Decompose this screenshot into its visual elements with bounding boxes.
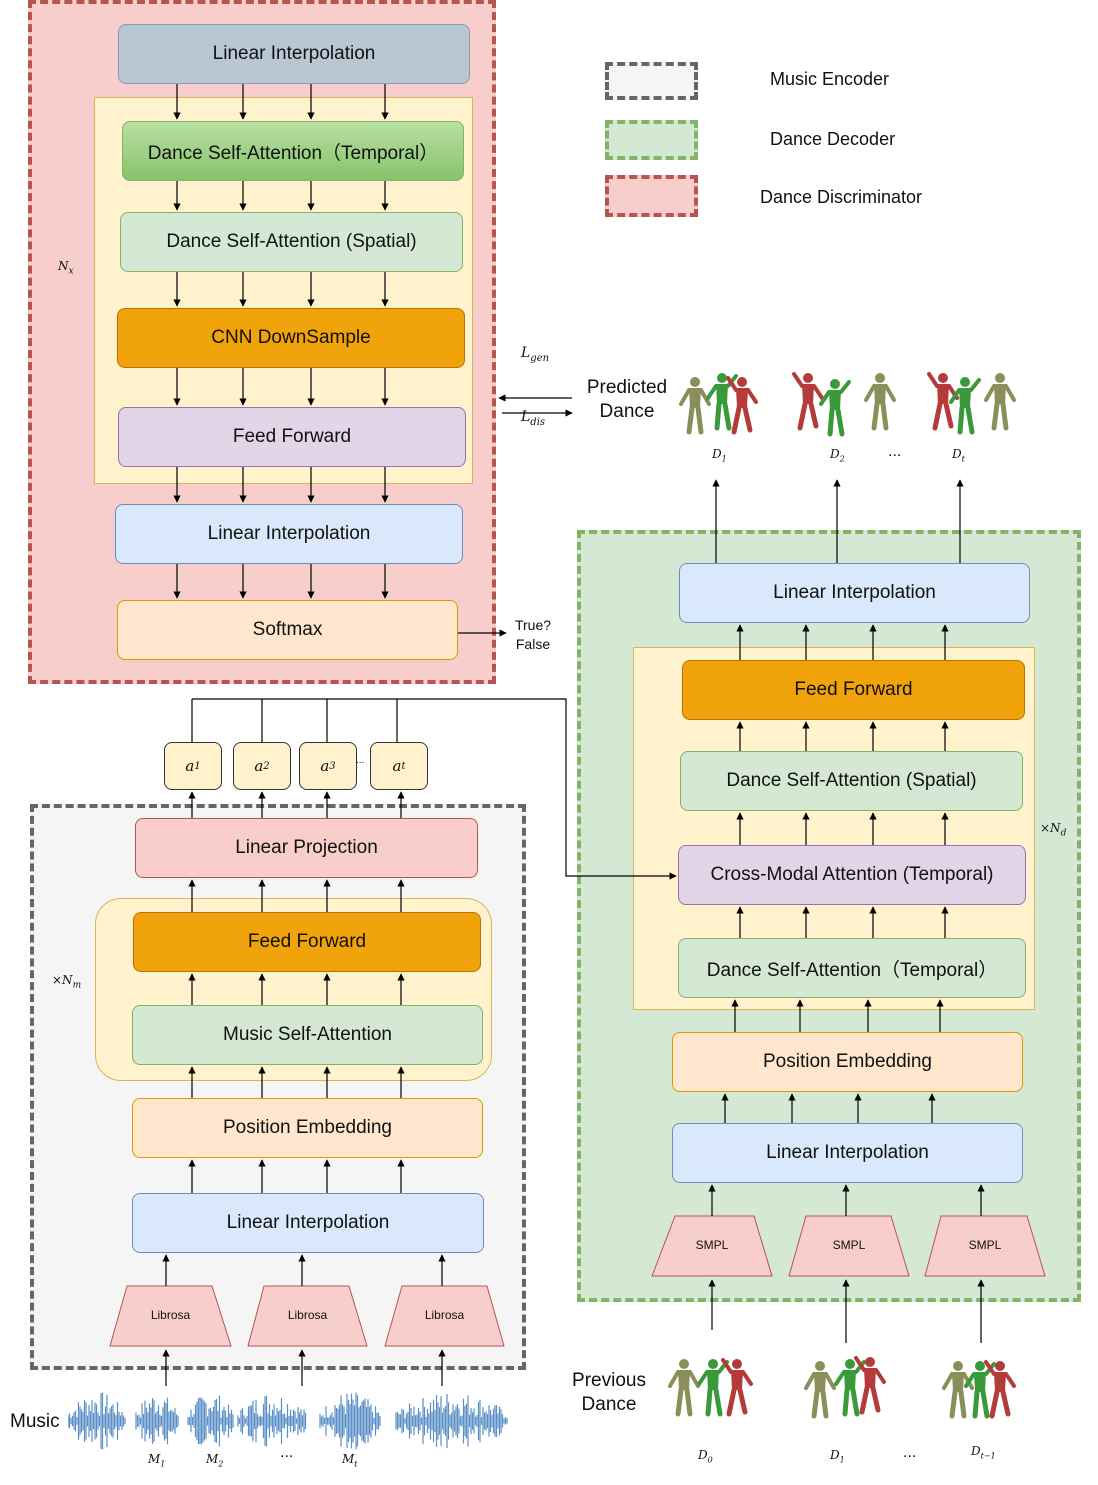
music-ellipsis: ... bbox=[280, 1444, 294, 1461]
music-segment-1-sub: 1 bbox=[160, 1459, 166, 1469]
loss-dis: Ldis bbox=[521, 409, 546, 428]
librosa-label-1: Librosa bbox=[150, 1308, 191, 1322]
enc-music-attention: Music Self-Attention bbox=[132, 1005, 483, 1065]
dec-repeat-label: ×Nd bbox=[1040, 821, 1067, 839]
disc-linear-interpolation-bottom: Linear Interpolation bbox=[115, 504, 463, 564]
token-a1-sub: 1 bbox=[194, 760, 201, 772]
disc-repeat-sub: x bbox=[68, 266, 74, 277]
music-segment-t-sub: t bbox=[354, 1459, 358, 1469]
previous-ellipsis: ... bbox=[903, 1444, 917, 1461]
disc-linear-interpolation-top: Linear Interpolation bbox=[118, 24, 470, 84]
music-waveform bbox=[68, 1392, 508, 1450]
previous-frame-1-label: D1 bbox=[830, 1448, 845, 1465]
predicted-label-line1: Predicted bbox=[586, 377, 668, 398]
previous-frame-1-sub: 1 bbox=[839, 1455, 845, 1465]
smpl-label-2: SMPL bbox=[832, 1238, 866, 1252]
librosa-label-2: Librosa bbox=[287, 1308, 328, 1322]
loss-gen: Lgen bbox=[521, 345, 550, 364]
predicted-frame-t-label: Dt bbox=[952, 447, 965, 464]
dec-cross-modal-attention: Cross-Modal Attention (Temporal) bbox=[678, 845, 1026, 905]
disc-output-true: True? bbox=[514, 617, 552, 633]
librosa-label-3: Librosa bbox=[424, 1308, 465, 1322]
dec-spatial-attention: Dance Self-Attention (Spatial) bbox=[680, 751, 1023, 811]
enc-feed-forward: Feed Forward bbox=[133, 912, 481, 972]
music-segment-t-label: Mt bbox=[342, 1452, 358, 1469]
previous-label-line1: Previous bbox=[572, 1370, 646, 1391]
previous-frame-0-label: D0 bbox=[698, 1448, 713, 1465]
disc-output-false: False bbox=[515, 636, 551, 652]
predicted-frame-t-sub: t bbox=[961, 454, 965, 464]
predicted-frame-2-sub: 2 bbox=[839, 454, 845, 464]
disc-temporal-attention: Dance Self-Attention（Temporal） bbox=[122, 121, 464, 181]
predicted-frame-1-label: D1 bbox=[712, 447, 727, 464]
music-label: Music bbox=[10, 1411, 60, 1432]
smpl-label-1: SMPL bbox=[695, 1238, 729, 1252]
enc-repeat-label: ×Nm bbox=[52, 973, 82, 991]
legend-swatch-music-encoder bbox=[605, 62, 698, 100]
enc-position-embedding: Position Embedding bbox=[132, 1098, 483, 1158]
predicted-frame-1-sub: 1 bbox=[721, 454, 727, 464]
music-encoder bbox=[30, 804, 526, 1370]
enc-linear-projection: Linear Projection bbox=[135, 818, 478, 878]
dec-linear-interpolation-top: Linear Interpolation bbox=[679, 563, 1030, 623]
loss-dis-sub: dis bbox=[530, 416, 546, 428]
predicted-frame-2-label: D2 bbox=[830, 447, 845, 464]
disc-output-label: True? False bbox=[508, 616, 558, 654]
dec-repeat-sub: d bbox=[1060, 828, 1067, 839]
disc-softmax: Softmax bbox=[117, 600, 458, 660]
predicted-dance-label: Predicted Dance bbox=[578, 376, 676, 424]
predicted-label-line2: Dance bbox=[599, 401, 655, 422]
previous-frame-0-sub: 0 bbox=[707, 1455, 713, 1465]
music-segment-2-sub: 2 bbox=[218, 1459, 224, 1469]
disc-cnn-downsample: CNN DownSample bbox=[117, 308, 465, 368]
predicted-ellipsis: ... bbox=[888, 443, 902, 460]
previous-label-line2: Dance bbox=[581, 1394, 637, 1415]
token-a3-sub: 3 bbox=[329, 760, 336, 772]
legend-label-music-encoder: Music Encoder bbox=[770, 69, 890, 89]
legend-swatch-dance-discriminator bbox=[605, 175, 698, 217]
token-a2-sub: 2 bbox=[263, 760, 270, 772]
disc-spatial-attention: Dance Self-Attention (Spatial) bbox=[120, 212, 463, 272]
dec-linear-interpolation-bottom: Linear Interpolation bbox=[672, 1123, 1023, 1183]
previous-frame-t1-sub: t−1 bbox=[980, 1451, 996, 1461]
predicted-figures bbox=[681, 373, 1014, 434]
disc-repeat-label: Nx bbox=[58, 259, 74, 277]
token-ellipsis: ... bbox=[356, 755, 365, 766]
disc-feed-forward: Feed Forward bbox=[118, 407, 466, 467]
music-segment-1-label: M1 bbox=[148, 1452, 166, 1469]
smpl-label-3: SMPL bbox=[968, 1238, 1002, 1252]
loss-gen-sub: gen bbox=[530, 352, 550, 364]
previous-dance-label: Previous Dance bbox=[560, 1369, 658, 1417]
music-segment-2-label: M2 bbox=[206, 1452, 224, 1469]
dec-feed-forward: Feed Forward bbox=[682, 660, 1025, 720]
dec-position-embedding: Position Embedding bbox=[672, 1032, 1023, 1092]
legend-swatch-dance-decoder bbox=[605, 120, 698, 160]
previous-frame-t1-label: Dt−1 bbox=[971, 1444, 996, 1461]
enc-repeat-sub: m bbox=[72, 980, 82, 991]
previous-figures bbox=[670, 1357, 1014, 1416]
legend-label-dance-decoder: Dance Decoder bbox=[770, 129, 896, 149]
legend-label-dance-discriminator: Dance Discriminator bbox=[760, 187, 923, 207]
enc-linear-interpolation: Linear Interpolation bbox=[132, 1193, 484, 1253]
token-at-sub: t bbox=[401, 760, 406, 772]
dec-temporal-attention: Dance Self-Attention（Temporal） bbox=[678, 938, 1026, 998]
